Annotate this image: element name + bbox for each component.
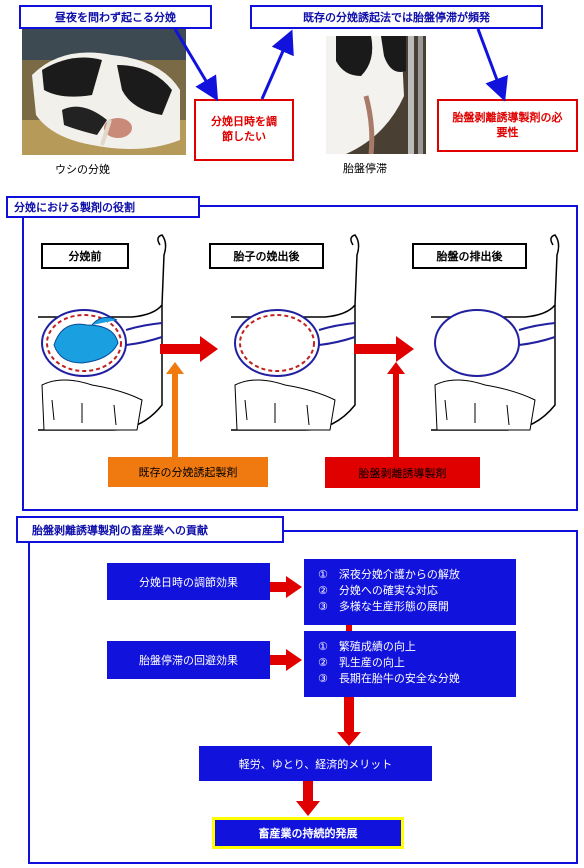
benefit-1-3: ③ 多様な生産形態の展開 [318, 600, 449, 613]
stage-after-fetus-delivery: 胎子の娩出後 [209, 243, 324, 269]
uterus-diagrams [38, 234, 560, 431]
goal-sustainable-development: 畜産業の持続的発展 [212, 817, 404, 849]
benefit-2-3: ③ 長期在胎牛の安全な分娩 [318, 672, 460, 685]
uterus-before-calving [38, 234, 167, 431]
uterus-after-placenta-expulsion [431, 234, 560, 431]
tag-day-night-calving: 昼夜を問わず起こる分娩 [19, 5, 212, 29]
calving-photo [22, 20, 186, 155]
benefit-list-2: ① 繁殖成績の向上 ② 乳生産の向上 ③ 長期在胎牛の安全な分娩 [304, 631, 516, 697]
benefit-2-1: ① 繁殖成績の向上 [318, 640, 416, 653]
existing-calving-induction-drug: 既存の分娩誘起製剤 [108, 457, 268, 487]
benefit-1-2: ② 分娩への確実な対応 [318, 584, 438, 597]
contribution-arrows [270, 576, 361, 816]
need-adjust-calving-date: 分娩日時を調節したい [194, 99, 294, 161]
calving-caption: ウシの分娩 [55, 163, 110, 176]
stage-after-placenta-expulsion: 胎盤の排出後 [412, 243, 527, 269]
tag-retained-placenta-frequent: 既存の分娩誘起法では胎盤停滞が頻発 [250, 5, 543, 29]
drug-arrows [166, 362, 405, 460]
benefit-2-2: ② 乳生産の向上 [318, 656, 405, 669]
uterus-after-fetus-delivery [231, 234, 360, 431]
stage-before-calving: 分娩前 [41, 243, 129, 269]
contribution-section-title: 胎盤剥離誘導製剤の畜産業への貢献 [16, 516, 284, 543]
benefit-1-1: ① 深夜分娩介護からの解放 [318, 568, 460, 581]
benefit-list-1: ① 深夜分娩介護からの解放 ② 分娩への確実な対応 ③ 多様な生産形態の展開 [304, 559, 516, 625]
role-section-title: 分娩における製剤の役割 [6, 196, 200, 218]
retained-placenta-photo [326, 36, 426, 154]
effect-adjust-calving-date: 分娩日時の調節効果 [107, 563, 270, 600]
placenta-detachment-drug: 胎盤剥離誘導製剤 [325, 457, 480, 488]
merit-box: 軽労、ゆとり、経済的メリット [199, 746, 432, 781]
top-arrows [173, 28, 508, 102]
effect-avoid-retained-placenta: 胎盤停滞の回避効果 [107, 641, 270, 679]
stage-arrows [160, 336, 414, 362]
retained-placenta-caption: 胎盤停滞 [343, 162, 387, 175]
